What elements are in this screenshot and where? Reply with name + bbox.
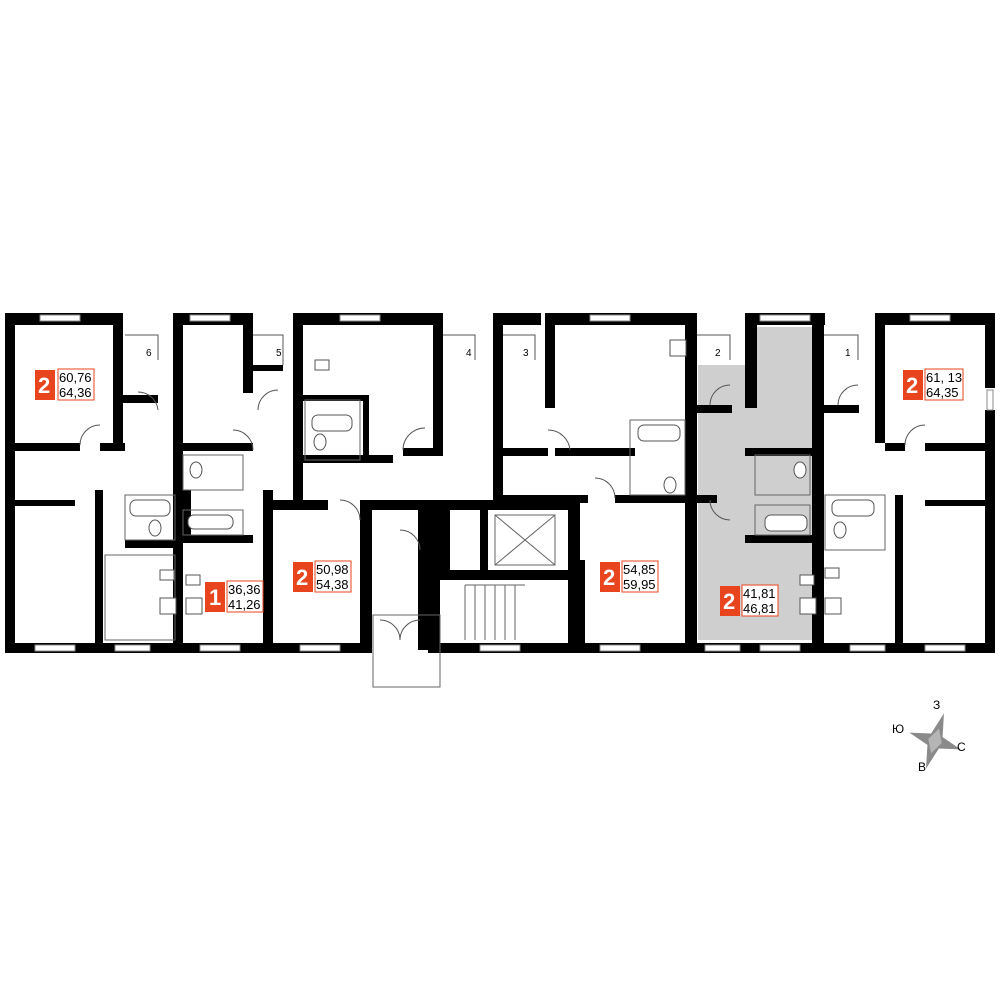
- svg-text:2: 2: [38, 373, 50, 398]
- compass: З С В Ю: [892, 698, 966, 774]
- area-box: [314, 560, 352, 593]
- area-box: [226, 580, 264, 613]
- compass-east: С: [957, 740, 966, 754]
- area-total: 60,76: [59, 370, 92, 385]
- area-box: [741, 584, 779, 617]
- apartment-label-6[interactable]: 2 61, 13 64,35: [903, 368, 964, 401]
- windows: [34, 314, 994, 652]
- area-total: 41,81: [743, 586, 776, 601]
- svg-text:2: 2: [603, 565, 615, 590]
- area-with-balcony: 46,81: [743, 601, 776, 616]
- area-with-balcony: 59,95: [623, 577, 656, 592]
- area-total: 36,36: [228, 582, 261, 597]
- door-number-2: 2: [715, 348, 721, 359]
- bathrooms: [104, 399, 886, 641]
- compass-west: Ю: [892, 722, 904, 736]
- entrance-porch: [372, 614, 441, 688]
- rooms-badge: 1: [205, 582, 225, 612]
- door-number-3: 3: [523, 348, 529, 359]
- svg-text:2: 2: [906, 373, 918, 398]
- rooms-badge: 2: [600, 562, 620, 592]
- area-box: [621, 560, 659, 593]
- rooms-badge: 2: [903, 370, 923, 400]
- apartment-label-2[interactable]: 1 36,36 41,26: [205, 580, 264, 613]
- stair-core: [464, 514, 556, 640]
- door-number-4: 4: [466, 348, 472, 359]
- area-total: 61, 13: [926, 370, 962, 385]
- doors: [79, 334, 926, 641]
- apartment-label-1[interactable]: 2 60,76 64,36: [35, 368, 95, 401]
- area-box: [57, 368, 95, 401]
- rooms-badge: 2: [35, 370, 55, 400]
- compass-south: В: [918, 760, 926, 774]
- area-with-balcony: 41,26: [228, 597, 261, 612]
- door-numbers: 6 5 4 3 2 1: [146, 348, 851, 359]
- highlighted-apartment-fill: [698, 327, 813, 640]
- svg-text:2: 2: [723, 589, 735, 614]
- compass-north: З: [933, 698, 940, 712]
- area-box: [924, 368, 964, 401]
- area-total: 54,85: [623, 562, 656, 577]
- apartment-label-4[interactable]: 2 54,85 59,95: [600, 560, 659, 593]
- area-with-balcony: 54,38: [316, 577, 349, 592]
- interior-walls: [15, 313, 985, 653]
- door-number-6: 6: [146, 348, 152, 359]
- svg-text:2: 2: [296, 565, 308, 590]
- apartment-label-3[interactable]: 2 50,98 54,38: [293, 560, 352, 593]
- area-with-balcony: 64,36: [59, 385, 92, 400]
- rooms-badge: 2: [720, 586, 740, 616]
- apartment-label-5[interactable]: 2 41,81 46,81: [720, 584, 779, 617]
- door-number-1: 1: [845, 348, 851, 359]
- fixtures: [129, 339, 875, 615]
- area-total: 50,98: [316, 562, 349, 577]
- rooms-badge: 2: [293, 562, 313, 592]
- area-with-balcony: 64,35: [926, 385, 959, 400]
- door-number-5: 5: [276, 348, 282, 359]
- svg-text:1: 1: [209, 585, 221, 610]
